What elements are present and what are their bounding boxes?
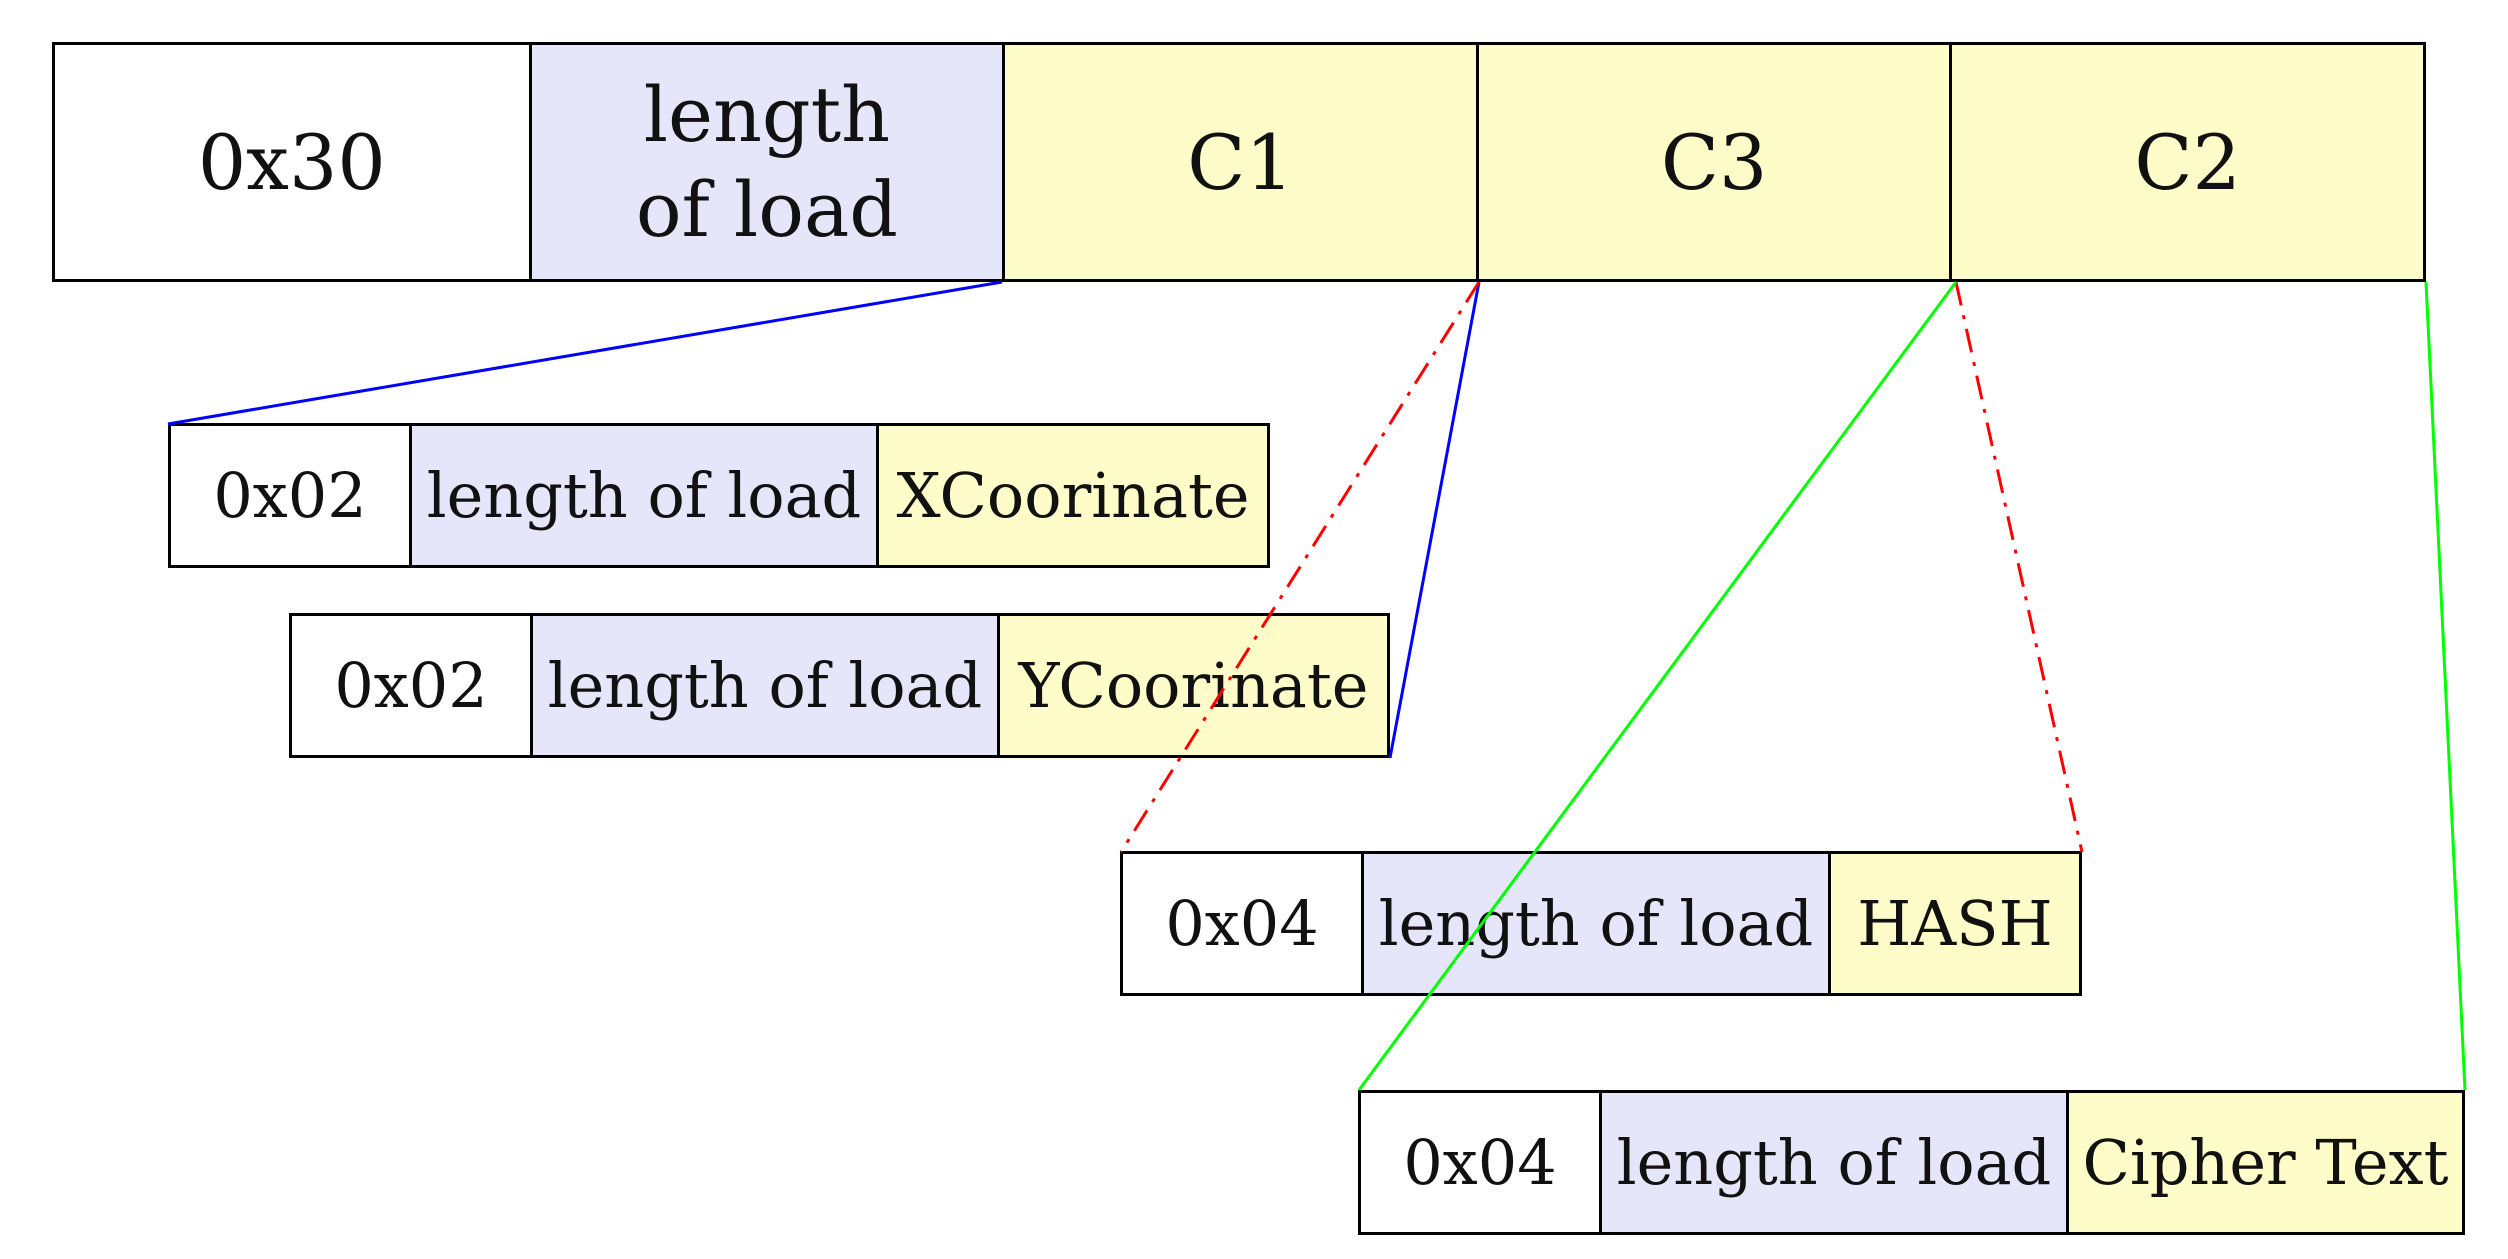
cipher-tag: 0x04 — [1361, 1093, 1599, 1232]
c1-to-x-connector — [167, 280, 1003, 426]
hash-value: HASH — [1828, 854, 2079, 993]
hash-tag: 0x04 — [1123, 854, 1361, 993]
c1-to-y-connector — [1388, 281, 1481, 759]
x-length: length of load — [409, 426, 876, 565]
y-value: YCoorinate — [997, 616, 1387, 755]
x-value: XCoorinate — [876, 426, 1267, 565]
sequence-length-label: length of load — [635, 70, 898, 254]
hash-octet-string: 0x04 length of load HASH — [1120, 851, 2082, 996]
c2-field: C2 — [1949, 45, 2423, 279]
x-coordinate-integer: 0x02 length of load XCoorinate — [168, 423, 1270, 568]
cipher-value: Cipher Text — [2066, 1093, 2462, 1232]
sequence-length: length of load — [528, 45, 1003, 279]
c3-field: C3 — [1475, 45, 1950, 279]
c2-to-cipher-right-connector — [2424, 281, 2467, 1091]
y-coordinate-integer: 0x02 length of load YCoorinate — [289, 613, 1390, 758]
y-length: length of load — [530, 616, 997, 755]
c1-field: C1 — [1002, 45, 1476, 279]
sequence-tag: 0x30 — [55, 45, 529, 279]
hash-length: length of load — [1361, 854, 1828, 993]
x-tag: 0x02 — [171, 426, 409, 565]
sm2-ciphertext-sequence: 0x30 length of load C1 C3 C2 — [52, 42, 2426, 282]
cipher-length: length of load — [1599, 1093, 2066, 1232]
y-tag: 0x02 — [292, 616, 530, 755]
cipher-text-octet-string: 0x04 length of load Cipher Text — [1358, 1090, 2465, 1235]
c3-to-hash-right-connector — [1954, 281, 2084, 853]
